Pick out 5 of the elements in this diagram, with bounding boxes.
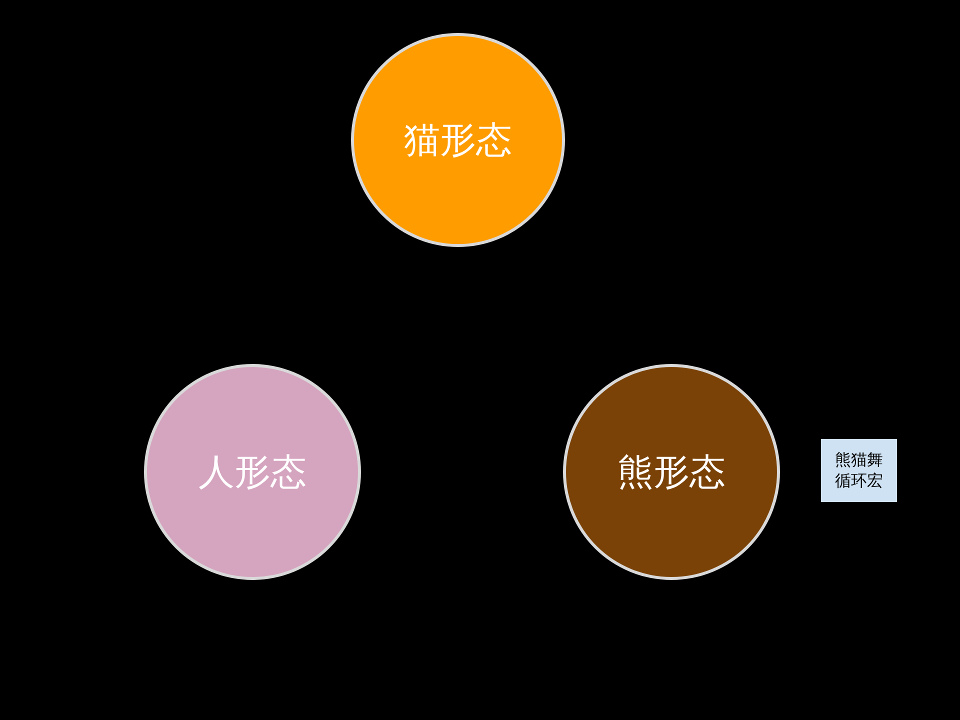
node-label: 熊形态 — [618, 450, 726, 494]
node-label: 猫形态 — [404, 118, 512, 162]
node-label: 人形态 — [198, 450, 306, 494]
node-label: 熊猫舞循环宏 — [834, 450, 884, 492]
note-box — [821, 439, 897, 502]
